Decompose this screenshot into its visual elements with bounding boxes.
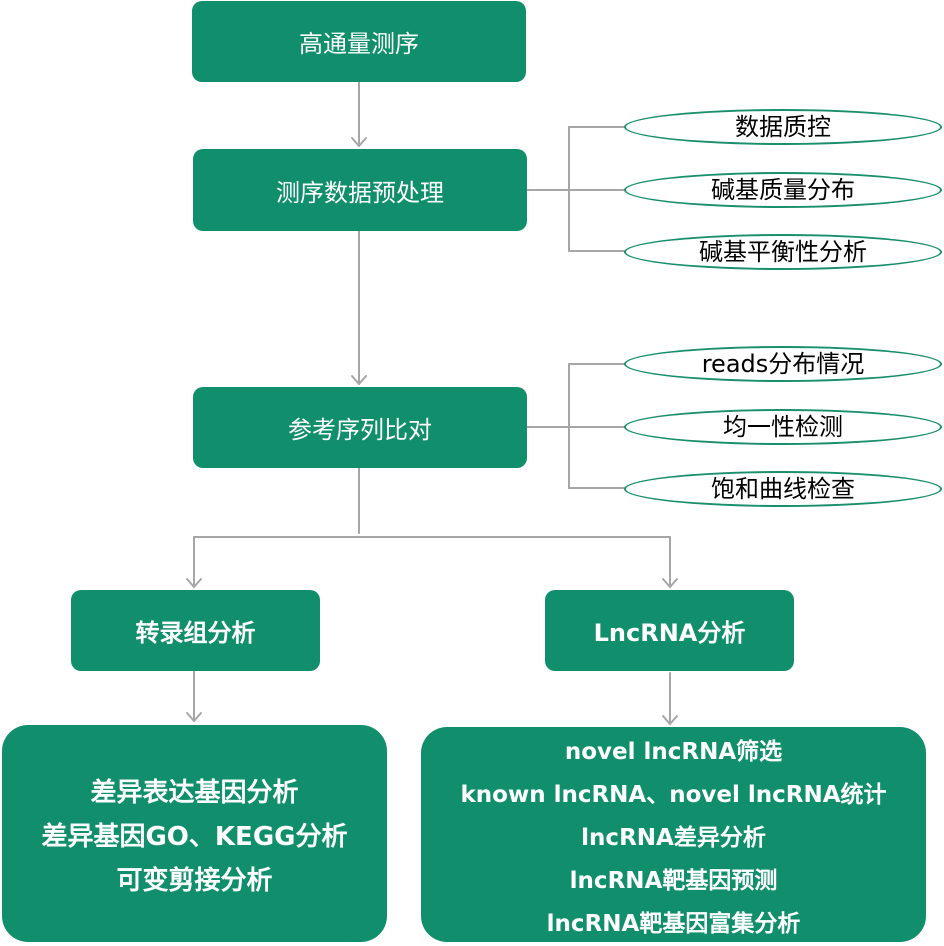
alignment-item: 均一性检测	[624, 409, 942, 445]
node-sequencing-label: 高通量测序	[299, 30, 419, 58]
result-line: known lncRNA、novel lncRNA统计	[460, 782, 887, 808]
result-line: 差异基因GO、KEGG分析	[41, 821, 348, 852]
node-lncrna: LncRNA分析	[545, 590, 794, 671]
alignment-bracket	[526, 363, 625, 489]
qc-item: 数据质控	[624, 109, 942, 145]
node-transcriptome: 转录组分析	[71, 590, 320, 671]
alignment-item-label: 饱和曲线检查	[711, 475, 855, 503]
node-preprocess-label: 测序数据预处理	[276, 178, 444, 207]
node-transcriptome-label: 转录组分析	[135, 619, 256, 647]
result-line: novel lncRNA筛选	[564, 739, 783, 765]
node-lncrna-label: LncRNA分析	[593, 619, 746, 647]
qc-item: 碱基平衡性分析	[624, 234, 942, 270]
qc-item-label: 数据质控	[735, 113, 831, 141]
lncrna-results: novel lncRNA筛选 known lncRNA、novel lncRNA…	[421, 727, 926, 942]
alignment-item-label: reads分布情况	[701, 350, 865, 378]
qc-item: 碱基质量分布	[624, 172, 942, 208]
transcriptome-results: 差异表达基因分析 差异基因GO、KEGG分析 可变剪接分析	[2, 725, 387, 942]
alignment-item: reads分布情况	[624, 346, 942, 382]
alignment-item-label: 均一性检测	[723, 413, 843, 441]
node-alignment-label: 参考序列比对	[288, 416, 432, 444]
node-alignment: 参考序列比对	[193, 387, 527, 468]
qc-item-label: 碱基平衡性分析	[699, 238, 867, 266]
result-line: lncRNA靶基因富集分析	[546, 911, 801, 937]
preprocess-bracket	[526, 126, 625, 252]
result-line: 可变剪接分析	[116, 865, 273, 896]
result-line: lncRNA差异分析	[581, 825, 766, 851]
result-line: 差异表达基因分析	[90, 777, 299, 808]
qc-item-label: 碱基质量分布	[711, 176, 855, 204]
node-preprocess: 测序数据预处理	[193, 149, 527, 231]
result-line: lncRNA靶基因预测	[569, 868, 778, 894]
alignment-split-arrows	[186, 467, 678, 588]
alignment-item: 饱和曲线检查	[624, 471, 942, 507]
node-sequencing: 高通量测序	[192, 1, 526, 82]
